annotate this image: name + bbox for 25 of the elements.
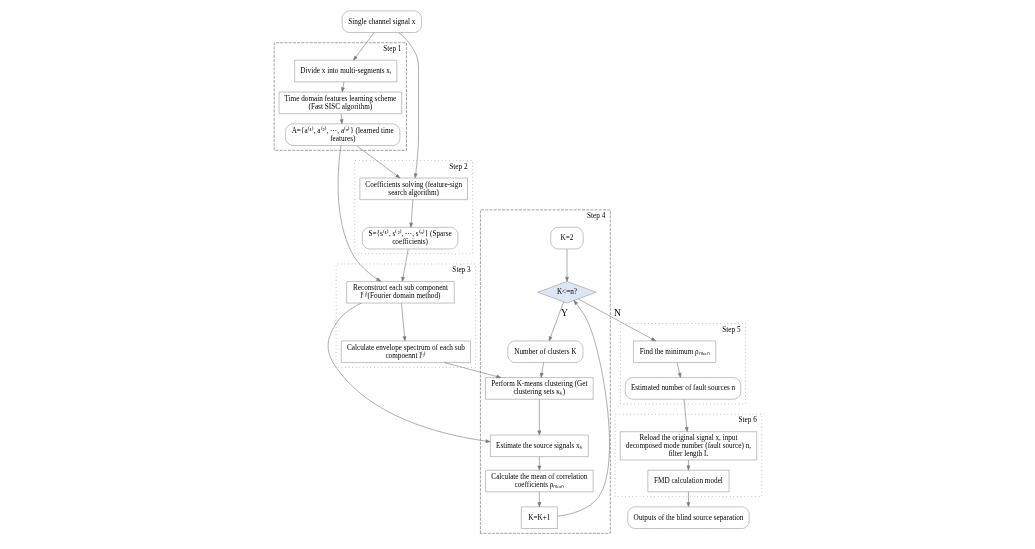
arrow	[408, 199, 413, 228]
arrow	[537, 491, 541, 508]
edge-label: N	[613, 306, 621, 318]
arrow	[548, 301, 564, 342]
arrow	[564, 248, 569, 282]
arrow	[676, 362, 681, 378]
arrow	[339, 113, 343, 125]
arrow	[340, 81, 345, 93]
arrow	[686, 491, 690, 508]
arrow	[355, 145, 400, 179]
arrow	[577, 298, 656, 342]
arrow	[683, 399, 688, 432]
arrow	[686, 459, 690, 471]
edge-label: Y	[560, 306, 568, 318]
arrow	[352, 32, 374, 61]
arrow	[556, 300, 610, 517]
arrow	[400, 302, 406, 342]
arrow	[537, 399, 541, 436]
arrow	[337, 145, 381, 282]
arrow	[537, 456, 541, 471]
arrow	[397, 32, 419, 179]
arrow	[400, 248, 408, 282]
arrow	[327, 302, 490, 443]
arrow	[443, 362, 501, 379]
arrow	[539, 362, 544, 378]
